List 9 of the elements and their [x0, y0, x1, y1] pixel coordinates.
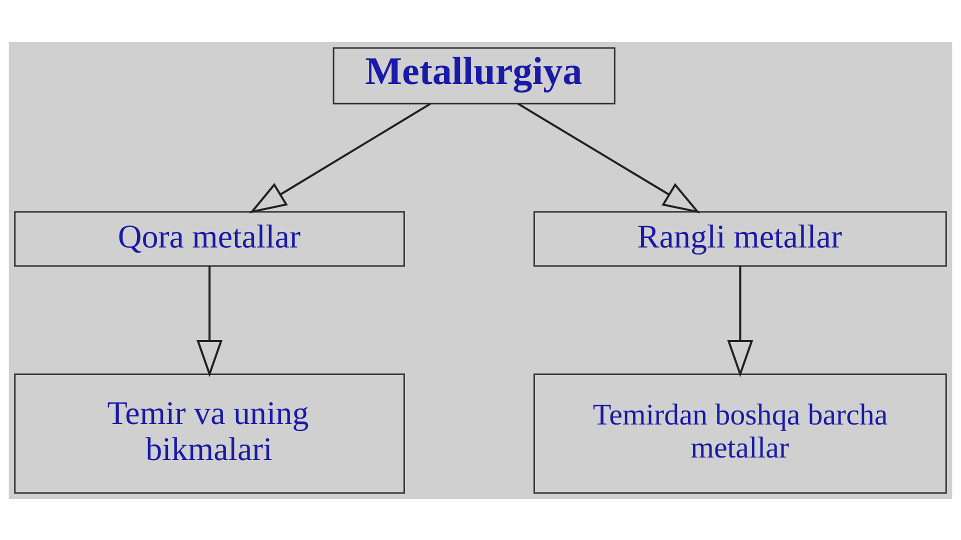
- node-box: Temir va uning bikmalari: [14, 372, 405, 494]
- node-box: Rangli metallar: [534, 210, 947, 266]
- node-box: Qora metallar: [14, 210, 405, 266]
- arrow: [249, 102, 431, 213]
- node-box: Temirdan boshqa barcha metallar: [534, 372, 947, 494]
- arrow: [727, 266, 754, 377]
- node-box: Metallurgiya: [332, 46, 616, 104]
- arrow: [196, 266, 223, 377]
- arrow: [518, 102, 700, 213]
